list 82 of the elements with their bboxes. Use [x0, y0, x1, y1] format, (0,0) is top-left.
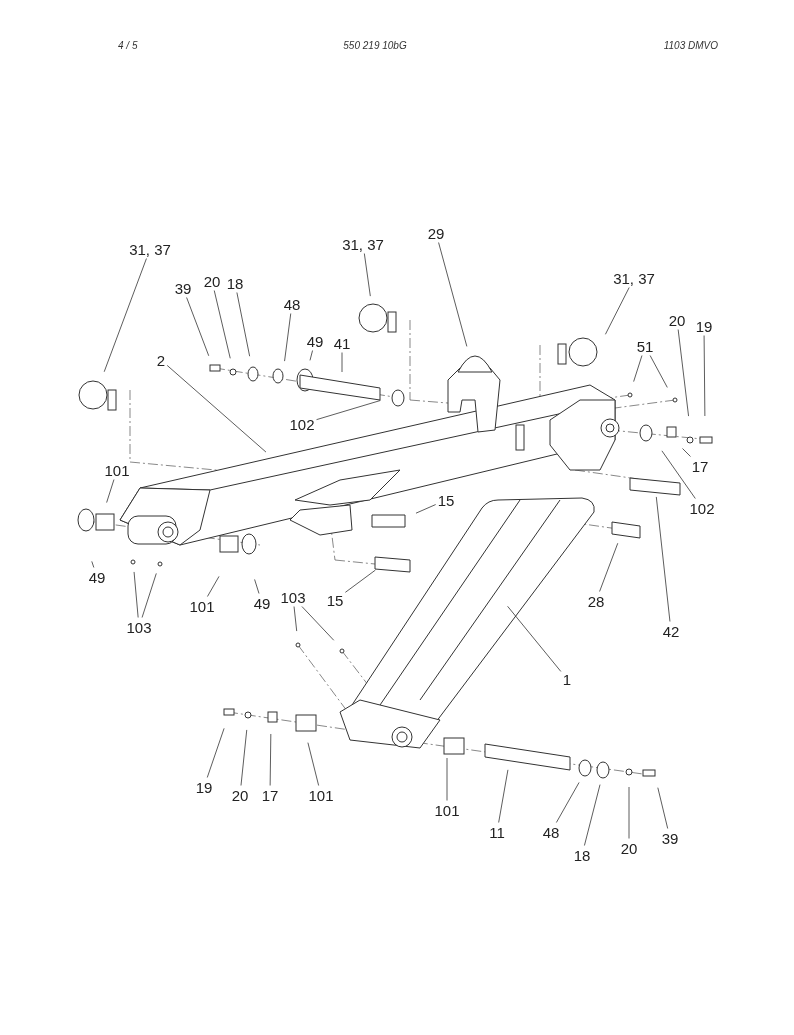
callout-number: 31, 37: [129, 241, 171, 257]
leader-line: [293, 606, 298, 632]
leader-line: [309, 350, 313, 361]
callout-number: 19: [195, 779, 213, 795]
header-text: 1103 DMVO: [663, 40, 718, 51]
leader-line: [344, 569, 376, 593]
leader-line: [649, 355, 668, 388]
callout-number: 49: [253, 595, 271, 611]
leader-line: [103, 258, 147, 373]
callout-number: 15: [437, 492, 455, 508]
callout-number: 101: [189, 598, 215, 614]
callout-number: 39: [174, 280, 192, 296]
callout-number: 29: [427, 225, 445, 241]
callout-number: 48: [542, 824, 560, 840]
leader-line: [657, 787, 669, 829]
leader-line: [166, 365, 267, 453]
leader-line: [682, 448, 691, 457]
callout-number: 101: [308, 787, 334, 803]
callout-number: 17: [261, 787, 279, 803]
leader-line: [507, 605, 562, 672]
callout-number: 19: [695, 318, 713, 334]
callout-number: 51: [636, 338, 654, 354]
leader-line: [316, 400, 381, 421]
callout-number: 101: [104, 462, 130, 478]
callout-number: 31, 37: [342, 236, 384, 252]
leader-line: [446, 757, 448, 801]
callout-number: 20: [668, 312, 686, 328]
callout-number: 103: [280, 589, 306, 605]
leader-line: [207, 576, 220, 597]
leader-line: [307, 742, 320, 786]
leader-line: [284, 313, 292, 362]
leader-line: [498, 769, 509, 823]
leader-line: [605, 287, 630, 335]
callout-number: 1: [562, 671, 572, 687]
callout-number: 20: [620, 840, 638, 856]
leader-line: [599, 542, 619, 592]
leader-line: [301, 606, 335, 641]
leader-line: [655, 496, 671, 622]
callout-number: 42: [662, 623, 680, 639]
leader-line: [254, 579, 260, 594]
leader-line: [236, 292, 251, 357]
callout-number: 18: [226, 275, 244, 291]
callout-number: 102: [689, 500, 715, 516]
callout-number: 18: [573, 847, 591, 863]
callout-number: 20: [203, 273, 221, 289]
callout-number: 103: [126, 619, 152, 635]
leader-line: [438, 242, 468, 347]
callout-number: 41: [333, 335, 351, 351]
leader-line: [703, 335, 706, 417]
callout-number: 101: [434, 802, 460, 818]
header-text: 550 219 10bG: [343, 40, 407, 51]
callout-number: 49: [88, 569, 106, 585]
leader-line: [186, 297, 210, 357]
leader-line: [91, 561, 95, 568]
callout-number: 48: [283, 296, 301, 312]
leader-line: [363, 253, 371, 297]
leader-line: [661, 450, 696, 499]
leader-line: [133, 571, 139, 618]
callout-number: 2: [156, 352, 166, 368]
leader-line: [213, 290, 231, 359]
leader-line: [677, 329, 689, 417]
callout-number: 11: [489, 824, 505, 840]
callout-number: 20: [231, 787, 249, 803]
leader-line: [141, 573, 157, 618]
leader-line: [269, 733, 272, 786]
leader-line: [415, 504, 437, 514]
leader-line: [240, 729, 248, 786]
callout-number: 39: [661, 830, 679, 846]
callout-number: 17: [691, 458, 709, 474]
leader-line: [106, 479, 115, 503]
callout-number: 102: [289, 416, 315, 432]
leader-line: [206, 727, 225, 778]
callout-number: 15: [326, 592, 344, 608]
callout-number: 28: [587, 593, 605, 609]
leader-line: [584, 784, 601, 846]
leader-line: [633, 355, 643, 382]
leader-line: [556, 782, 580, 823]
callout-number: 31, 37: [613, 270, 655, 286]
callout-number: 49: [306, 333, 324, 349]
header-text: 4 / 5: [118, 40, 138, 51]
leader-line: [628, 786, 630, 839]
leader-line: [341, 352, 343, 373]
